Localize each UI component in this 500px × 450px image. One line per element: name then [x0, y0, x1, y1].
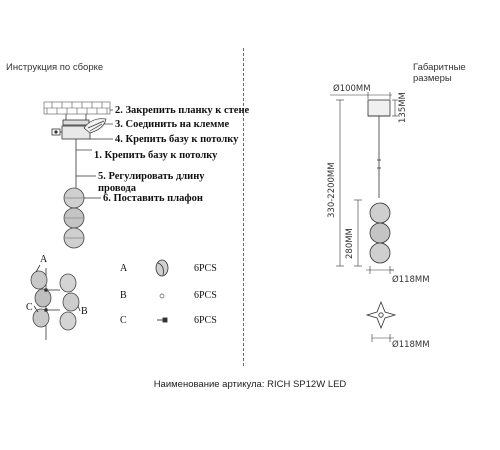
top-view-drawing [365, 300, 397, 330]
part-b-letter: B [120, 290, 127, 301]
mounting-plate [62, 114, 90, 126]
part-a-quantity: 6PCS [194, 263, 217, 274]
assembly-instructions-heading: Инструкция по сборке [6, 62, 104, 73]
shade-column [63, 187, 85, 249]
step-3-label: 3. Соединить на клемме [115, 119, 230, 130]
front-view-drawing [367, 99, 391, 264]
base-height-label: 135ММ [398, 92, 408, 123]
total-length-label: 330-2200ММ [327, 162, 337, 218]
detail-callout-b: B [81, 306, 88, 317]
step-4-label: 4. Крепить базу к потолку [115, 134, 239, 145]
step-6-label: 6. Поставить плафон [103, 193, 203, 204]
step-2-label: 2. Закрепить планку к стене [115, 105, 250, 116]
base-diameter-label: Ø100ММ [333, 84, 371, 94]
part-c-letter: C [120, 315, 127, 326]
shade-height-label: 280ММ [345, 228, 355, 259]
part-b-quantity: 6PCS [194, 290, 217, 301]
detail-callout-a: A [40, 254, 48, 265]
shade-icon [155, 259, 169, 277]
dimension-lines [330, 92, 398, 342]
part-a-letter: A [120, 263, 128, 274]
screw-icon [159, 293, 165, 299]
bolt-icon [157, 317, 168, 323]
panel-divider [243, 48, 244, 366]
step-5-label-continued: провода [98, 183, 136, 194]
step-1-label: 1. Крепить базу к потолку [94, 150, 218, 161]
detail-callout-c: C [26, 302, 33, 313]
leader-lines [76, 109, 113, 199]
shade-attachment-detail [30, 264, 81, 340]
terminal-connector-detail [83, 118, 107, 134]
article-name: Наименование артикула: RICH SP12W LED [153, 379, 347, 390]
step-5-label: 5. Регулировать длину [98, 171, 205, 182]
ceiling-brick-wall [43, 101, 111, 115]
top-view-diameter-label: Ø118ММ [392, 340, 430, 350]
shade-diameter-label: Ø118ММ [392, 275, 430, 285]
dimensions-heading: Габаритные размеры [413, 62, 466, 84]
part-c-quantity: 6PCS [194, 315, 217, 326]
